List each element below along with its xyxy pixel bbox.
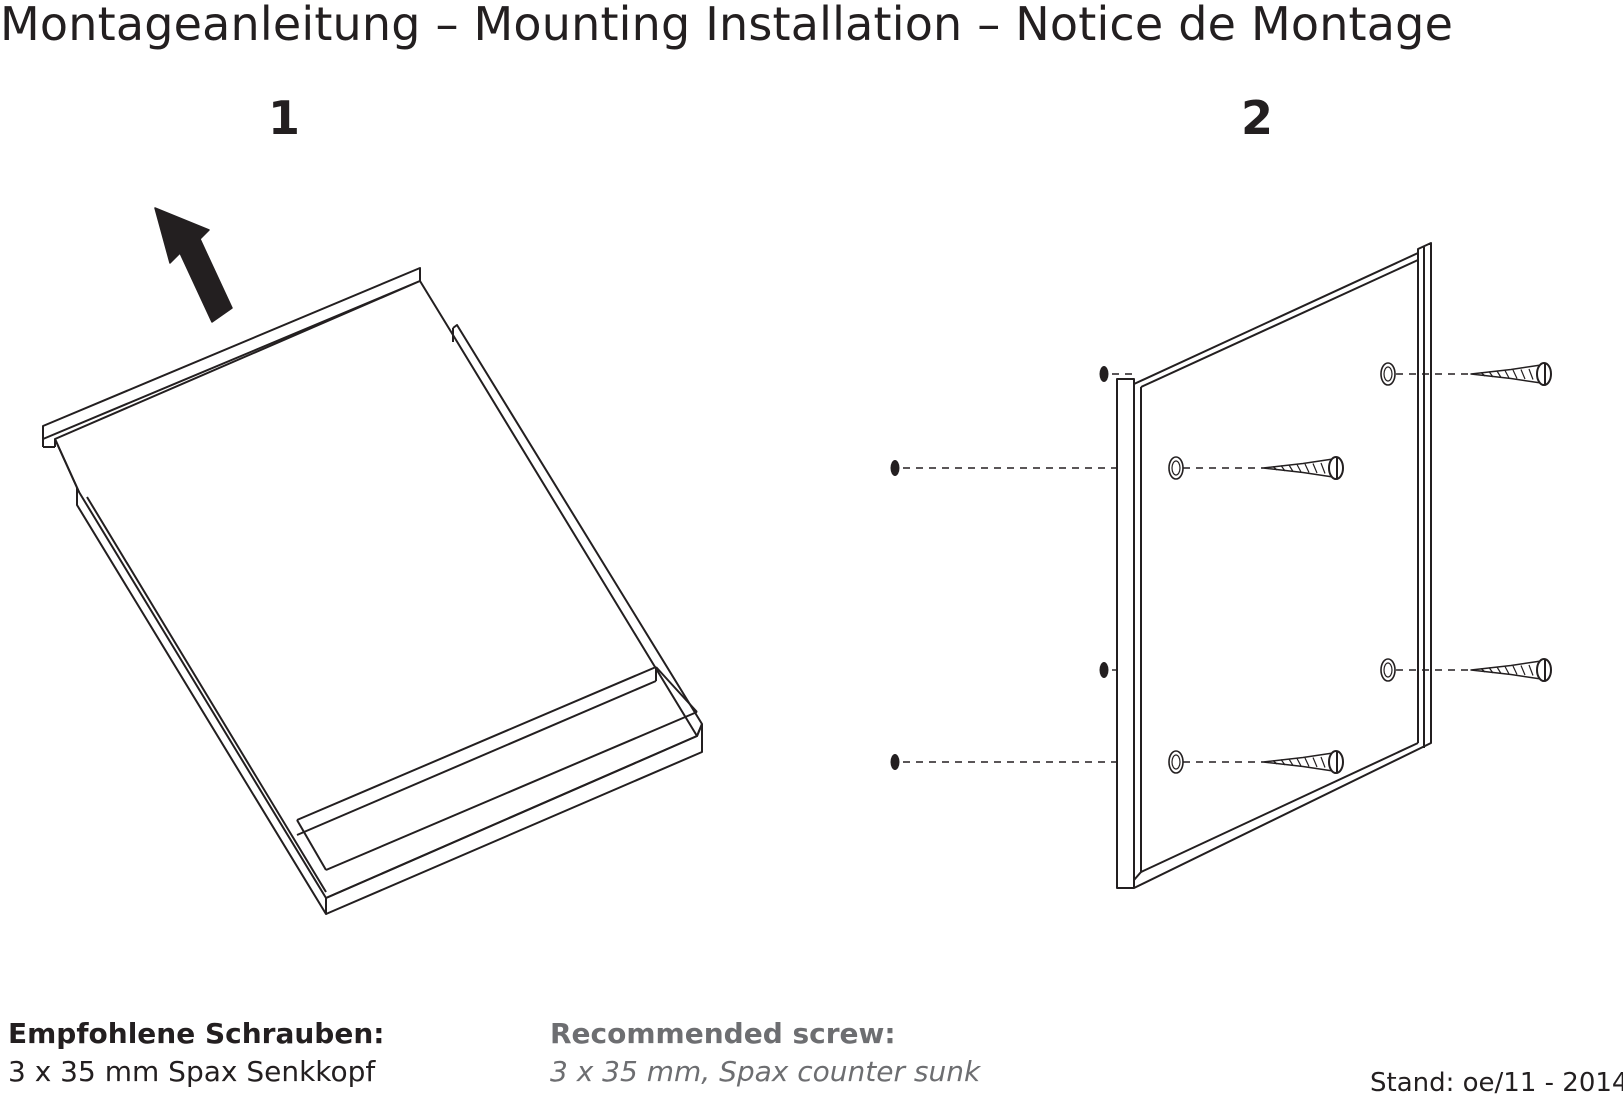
drill-hole-icon <box>1168 750 1184 774</box>
wall-plug-icon <box>1099 662 1109 678</box>
drill-hole-icon <box>1380 362 1396 386</box>
screw-info-german: Empfohlene Schrauben: 3 x 35 mm Spax Sen… <box>8 1015 384 1091</box>
screw-info-english: Recommended screw: 3 x 35 mm, Spax count… <box>550 1015 980 1091</box>
drill-hole-icon <box>1380 658 1396 682</box>
screw-text-german: 3 x 35 mm Spax Senkkopf <box>8 1055 376 1088</box>
arrow-up-left-icon <box>154 207 233 323</box>
drill-hole-icon <box>1168 456 1184 480</box>
wall-plug-icon <box>890 460 900 476</box>
wall-plug-icon <box>1099 366 1109 382</box>
screw-icon <box>1470 658 1552 682</box>
screw-heading-german: Empfohlene Schrauben: <box>8 1017 385 1050</box>
diagram-1 <box>42 207 703 915</box>
screw-heading-english: Recommended screw: <box>550 1017 896 1050</box>
page-title: Montageanleitung – Mounting Installation… <box>0 0 1454 51</box>
screw-icon <box>1470 362 1552 386</box>
screw-text-english: 3 x 35 mm, Spax counter sunk <box>550 1055 981 1088</box>
wall-plug-icon <box>890 754 900 770</box>
revision-stamp: Stand: oe/11 - 2014 <box>1370 1068 1623 1098</box>
step-number-2: 2 <box>1241 91 1274 145</box>
diagram-2 <box>890 242 1552 889</box>
step-number-1: 1 <box>268 91 301 145</box>
